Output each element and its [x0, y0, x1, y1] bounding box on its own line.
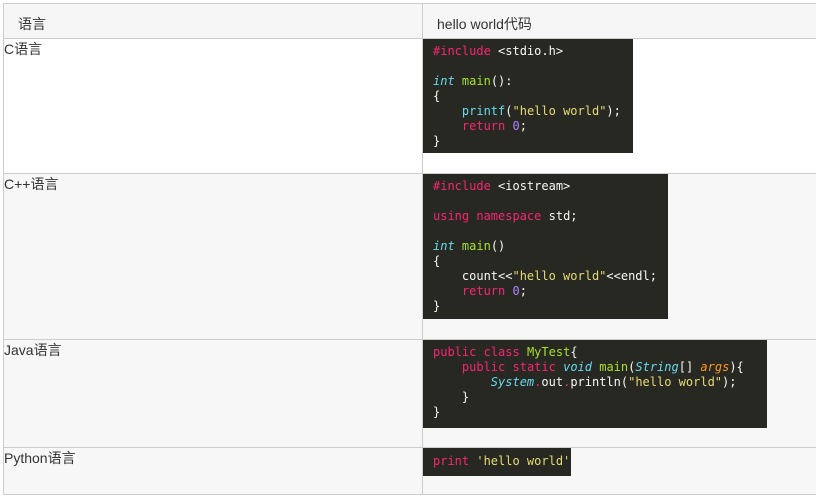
- code-block-c: #include <stdio.h> int main(): { printf(…: [423, 39, 633, 153]
- code-cell: print 'hello world': [422, 447, 816, 495]
- table-row-python: Python语言 print 'hello world': [3, 447, 816, 495]
- code-cell: #include <iostream> using namespace std;…: [422, 173, 816, 340]
- language-cell: Python语言: [3, 447, 423, 495]
- language-cell: C语言: [3, 38, 423, 174]
- header-code: hello world代码: [422, 3, 816, 39]
- hello-world-comparison-table: 语言 hello world代码 C语言 #include <stdio.h> …: [3, 3, 816, 495]
- table-row-cpp: C++语言 #include <iostream> using namespac…: [3, 173, 816, 340]
- language-cell: Java语言: [3, 339, 423, 448]
- language-cell: C++语言: [3, 173, 423, 340]
- table-row-java: Java语言 public class MyTest{ public stati…: [3, 339, 816, 448]
- table-row-c: C语言 #include <stdio.h> int main(): { pri…: [3, 38, 816, 174]
- code-cell: public class MyTest{ public static void …: [422, 339, 816, 448]
- code-block-cpp: #include <iostream> using namespace std;…: [423, 174, 668, 319]
- table-header-row: 语言 hello world代码: [3, 3, 816, 39]
- header-language: 语言: [3, 3, 423, 39]
- code-cell: #include <stdio.h> int main(): { printf(…: [422, 38, 816, 174]
- code-block-python: print 'hello world': [423, 448, 571, 476]
- code-block-java: public class MyTest{ public static void …: [423, 340, 767, 428]
